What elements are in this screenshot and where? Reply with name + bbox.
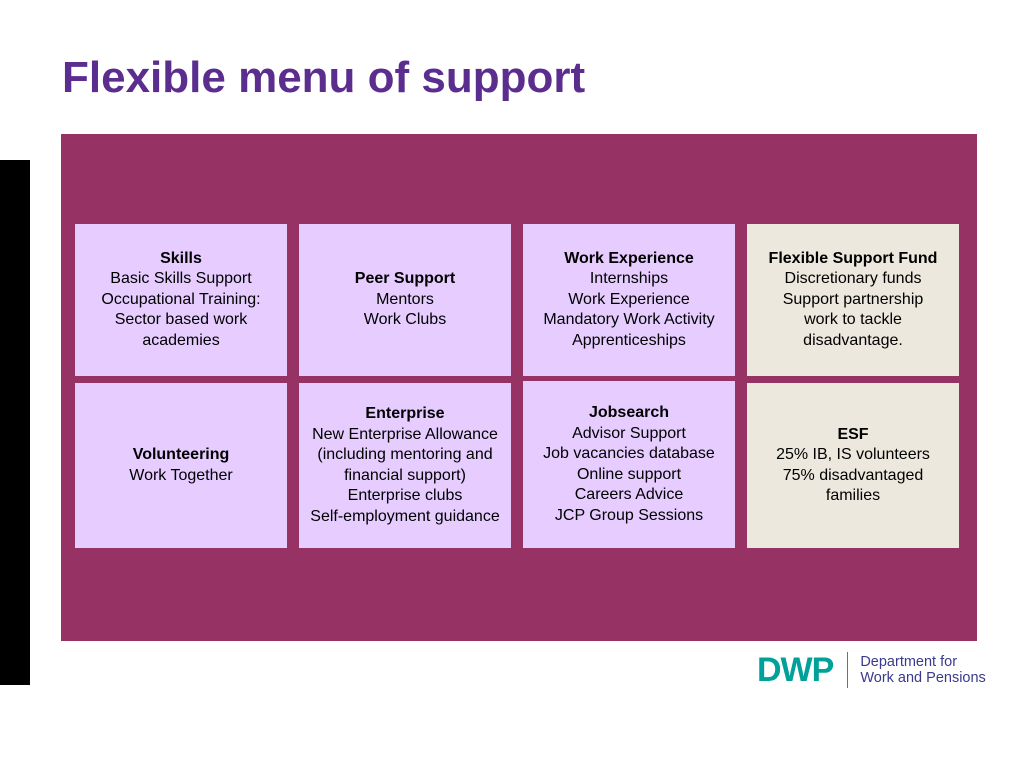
card-line: academies xyxy=(142,331,220,349)
card-heading: Jobsearch xyxy=(588,404,670,421)
card-line: Support partnership xyxy=(782,290,924,308)
card-line: Self-employment guidance xyxy=(310,507,500,525)
card-line: Basic Skills Support xyxy=(110,270,252,288)
card-line: Work Clubs xyxy=(363,311,447,329)
card-flexible-support-fund: Flexible Support Fund Discretionary fund… xyxy=(747,224,959,376)
logo-line-2: Work and Pensions xyxy=(860,670,986,686)
card-line: Work Together xyxy=(129,466,233,484)
card-line: New Enterprise Allowance xyxy=(312,425,498,443)
card-line: Sector based work xyxy=(114,311,248,329)
dwp-logo: DWP Department for Work and Pensions xyxy=(757,652,986,688)
dwp-logo-mark: DWP xyxy=(757,651,834,689)
logo-line-1: Department for xyxy=(860,654,958,670)
card-line: JCP Group Sessions xyxy=(554,506,704,524)
card-line: Occupational Training: xyxy=(101,290,261,308)
card-line: Advisor Support xyxy=(572,424,686,442)
card-line: Mentors xyxy=(376,290,434,308)
card-peer-support: Peer Support Mentors Work Clubs xyxy=(299,224,511,376)
page-title: Flexible menu of support xyxy=(62,53,586,102)
card-enterprise: Enterprise New Enterprise Allowance (inc… xyxy=(299,383,511,548)
card-line: families xyxy=(825,487,881,504)
left-edge-bar xyxy=(0,160,30,685)
card-line: Online support xyxy=(576,465,682,483)
card-heading: Volunteering xyxy=(132,446,230,463)
card-line: Enterprise clubs xyxy=(347,487,463,504)
card-line: Apprenticeships xyxy=(572,331,686,349)
card-line: 75% disadvantaged xyxy=(782,466,924,484)
card-jobsearch: Jobsearch Advisor Support Job vacancies … xyxy=(523,381,735,548)
card-line: Work Experience xyxy=(568,290,690,308)
dwp-logo-text: Department for Work and Pensions xyxy=(860,654,985,686)
card-heading: Enterprise xyxy=(365,405,445,422)
card-line: (including mentoring and xyxy=(317,446,493,463)
card-work-experience: Work Experience Internships Work Experie… xyxy=(523,224,735,376)
card-heading: ESF xyxy=(837,425,869,443)
card-line: 25% IB, IS volunteers xyxy=(776,446,930,463)
card-line: disadvantage. xyxy=(803,331,903,349)
card-volunteering: Volunteering Work Together xyxy=(75,383,287,548)
card-heading: Flexible Support Fund xyxy=(768,249,938,267)
card-line: financial support) xyxy=(344,466,466,484)
card-skills: Skills Basic Skills Support Occupational… xyxy=(75,224,287,376)
card-line: work to tackle xyxy=(804,311,902,329)
card-esf: ESF 25% IB, IS volunteers 75% disadvanta… xyxy=(747,383,959,548)
card-line: Discretionary funds xyxy=(784,270,922,288)
card-heading: Peer Support xyxy=(354,270,456,288)
card-heading: Work Experience xyxy=(564,249,694,267)
card-heading: Skills xyxy=(160,249,202,267)
card-line: Internships xyxy=(589,270,669,288)
logo-divider xyxy=(847,652,849,688)
card-line: Careers Advice xyxy=(574,486,684,503)
card-line: Job vacancies database xyxy=(543,445,715,462)
card-line: Mandatory Work Activity xyxy=(543,311,715,329)
